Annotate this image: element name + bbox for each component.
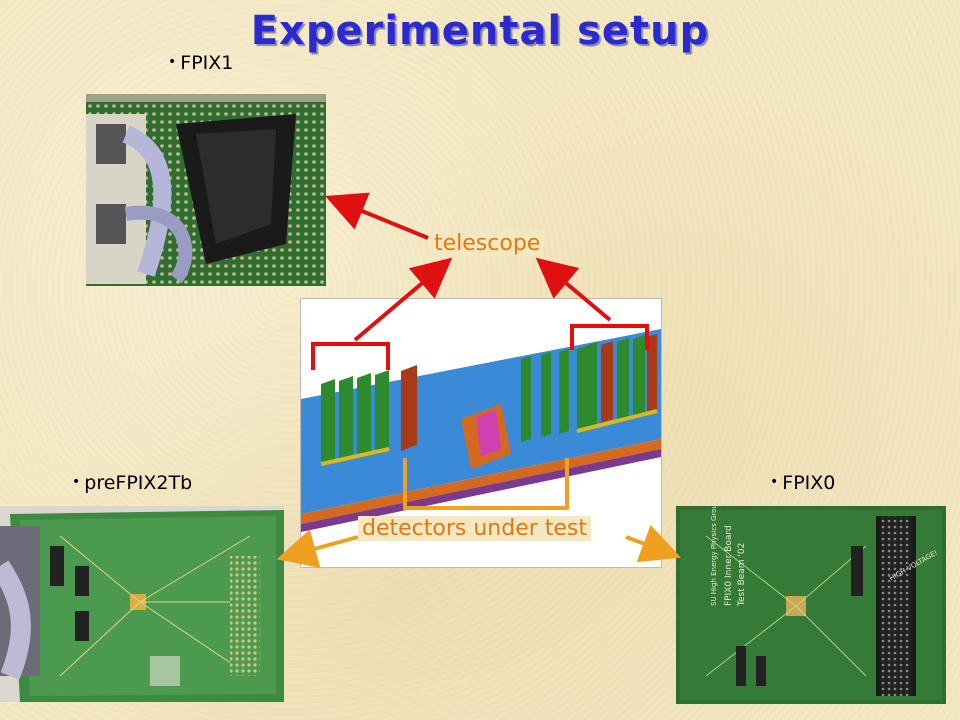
fpix0-board-text-3: Test Beam '02 (737, 543, 747, 607)
prefpix2tb-photo (0, 506, 284, 702)
bullet-dot-icon: • (168, 54, 177, 70)
bullet-dot-icon: • (770, 474, 779, 490)
bullet-prefpix2tb-label: preFPIX2Tb (84, 472, 193, 494)
fpix0-photo: SU High Energy Physics Group FPIX0 Inner… (676, 506, 946, 704)
bullet-dot-icon: • (72, 474, 81, 490)
fpix0-board-text-1: SU High Energy Physics Group (710, 506, 718, 606)
bullet-prefpix2tb: •preFPIX2Tb (72, 472, 192, 494)
dut-label: detectors under test (358, 516, 592, 541)
bullet-fpix0: •FPIX0 (770, 472, 835, 494)
telescope-label: telescope (430, 231, 545, 256)
bullet-fpix1: •FPIX1 (168, 52, 233, 74)
slide-title: Experimental setup (250, 8, 710, 54)
bullet-fpix0-label: FPIX0 (782, 472, 836, 494)
fpix1-photo (86, 94, 326, 286)
bullet-fpix1-label: FPIX1 (180, 52, 234, 74)
fpix0-board-text-2: FPIX0 Inner Board (724, 525, 734, 606)
